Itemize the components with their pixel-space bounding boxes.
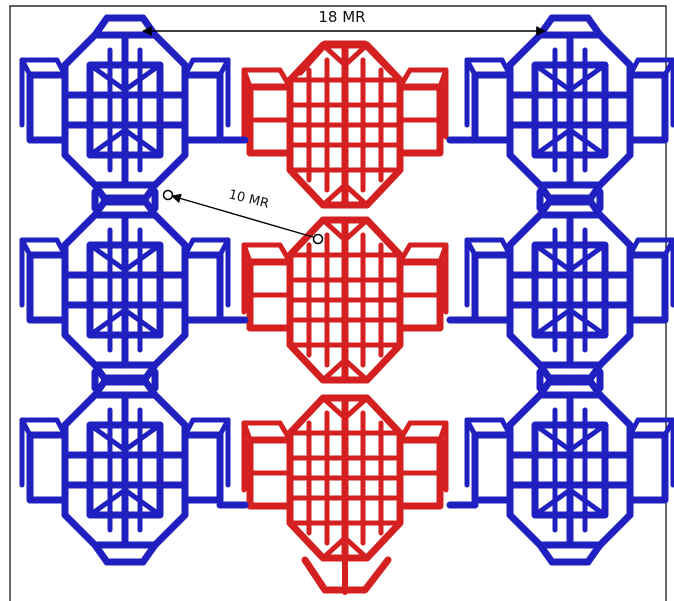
red-diag [320, 535, 348, 561]
red-cube-edge [397, 242, 413, 265]
red-diag [342, 395, 370, 421]
blue-side-cube [181, 251, 224, 324]
red-cube-edge [277, 242, 293, 265]
red-cube-edge [397, 420, 413, 443]
red-diag [320, 357, 348, 383]
blue-side-cube [26, 431, 69, 504]
blue-side-cube [626, 71, 669, 144]
blue-diag [532, 487, 573, 518]
blue-diag [87, 242, 128, 273]
blue-side-cube [26, 251, 69, 324]
blue-side-cube [471, 251, 514, 324]
red-diag [342, 357, 370, 383]
blue-diag [122, 62, 163, 93]
red-diag [342, 182, 370, 208]
red-diag [320, 182, 348, 208]
blue-diag [567, 242, 608, 273]
blue-cube-edge [54, 417, 68, 438]
blue-cage-column-right [464, 14, 674, 566]
blue-diag [567, 62, 608, 93]
blue-cube-edge [499, 237, 513, 258]
red-cube-edge [277, 420, 293, 443]
blue-side-cube [471, 71, 514, 144]
blue-cube-edge [499, 57, 513, 78]
ring-10-arrow [171, 193, 314, 238]
blue-side-cube [626, 431, 669, 504]
blue-diag [122, 307, 163, 338]
blue-diag [532, 307, 573, 338]
blue-cube-edge [182, 57, 196, 78]
blue-diag [122, 242, 163, 273]
blue-side-cube [181, 431, 224, 504]
red-cube-edge [397, 67, 413, 90]
blue-cage-column-left [19, 14, 231, 566]
ring-10-atom-left [162, 189, 174, 201]
blue-cube-edge [627, 417, 641, 438]
blue-diag [122, 487, 163, 518]
red-cube-edge [277, 67, 293, 90]
blue-diag [567, 422, 608, 453]
blue-cube-edge [54, 237, 68, 258]
blue-diag [122, 127, 163, 158]
blue-side-cube [626, 251, 669, 324]
blue-cube-edge [627, 237, 641, 258]
blue-diag [567, 127, 608, 158]
blue-diag [532, 127, 573, 158]
ring-10-atom-right [312, 233, 324, 245]
blue-side-cube [26, 71, 69, 144]
blue-side-cube [181, 71, 224, 144]
blue-diag [122, 422, 163, 453]
blue-diag [87, 422, 128, 453]
blue-cube-edge [182, 237, 196, 258]
red-cage-column-center [216, 40, 479, 595]
blue-diag [87, 62, 128, 93]
label-18-mr: 18 MR [318, 8, 365, 26]
blue-side-cube [471, 431, 514, 504]
red-top-cap [296, 40, 396, 76]
red-diag [342, 217, 370, 243]
label-10-mr: 10 MR [227, 187, 270, 211]
blue-diag [87, 127, 128, 158]
blue-diag [567, 487, 608, 518]
blue-diag [87, 487, 128, 518]
blue-cube-edge [54, 57, 68, 78]
red-diag [320, 217, 348, 243]
blue-cube-edge [627, 57, 641, 78]
label-18-background [300, 7, 380, 23]
blue-diag [532, 242, 573, 273]
red-diag [320, 395, 348, 421]
blue-diag [87, 307, 128, 338]
red-diag [320, 42, 348, 68]
blue-diag [567, 307, 608, 338]
blue-diag [532, 422, 573, 453]
red-diag [342, 535, 370, 561]
blue-cube-edge [499, 417, 513, 438]
blue-cube-edge [182, 417, 196, 438]
blue-diag [532, 62, 573, 93]
red-diag [342, 42, 370, 68]
